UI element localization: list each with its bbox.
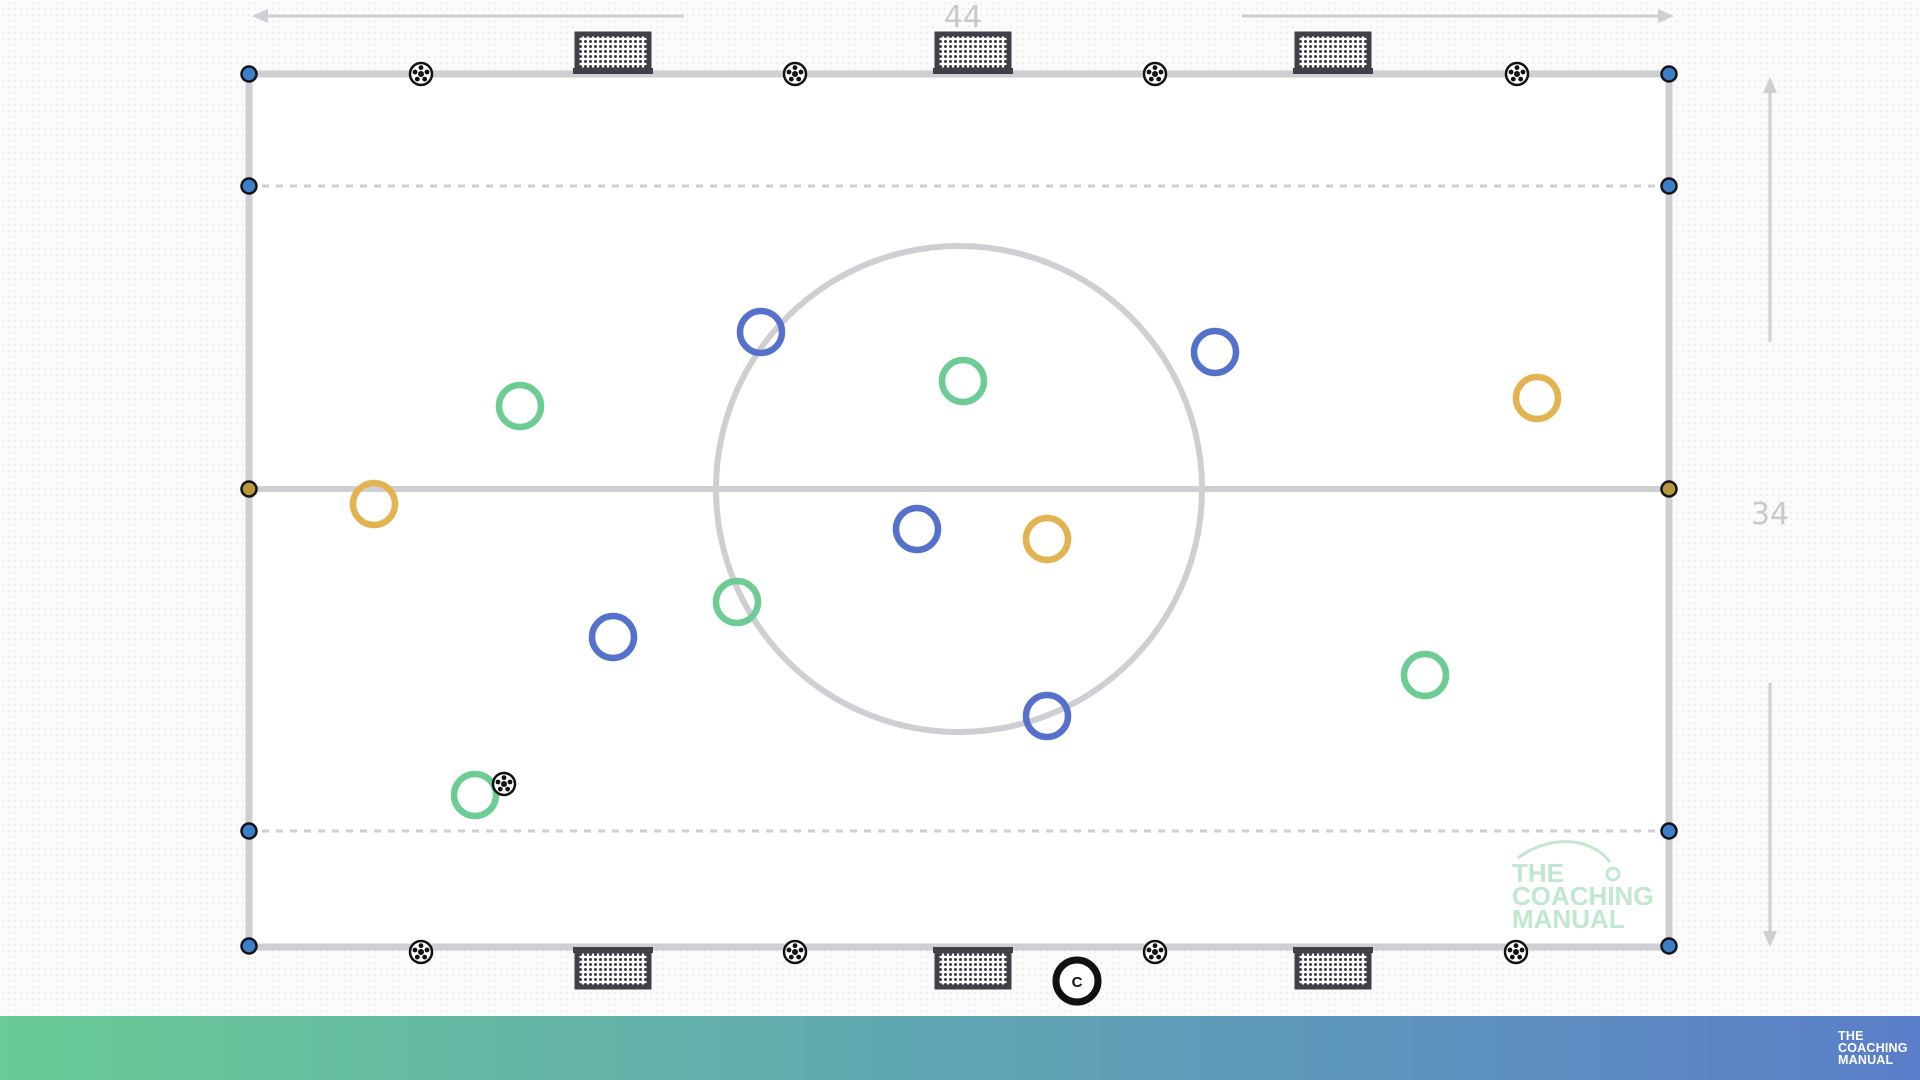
green-player-icon xyxy=(712,577,762,627)
marker-dot-icon xyxy=(240,822,258,840)
soccer-ball-icon xyxy=(1142,61,1168,87)
mini-goal-icon xyxy=(1293,947,1373,987)
match-ball-icon xyxy=(491,771,517,797)
blue-player-icon xyxy=(736,307,786,357)
marker-dot-icon xyxy=(1660,65,1678,83)
blue-player-icon xyxy=(1190,327,1240,377)
green-player-icon xyxy=(495,381,545,431)
watermark-ball-icon xyxy=(1605,866,1621,882)
green-player-icon xyxy=(1400,650,1450,700)
coach-icon xyxy=(1052,956,1102,1006)
marker-dot-icon xyxy=(240,177,258,195)
watermark-line3: MANUAL xyxy=(1512,904,1625,934)
width-dimension: 44 xyxy=(252,0,1674,35)
soccer-ball-icon xyxy=(408,939,434,965)
soccer-ball-icon xyxy=(1504,61,1530,87)
footer-logo: THE COACHING MANUAL xyxy=(1838,1029,1908,1067)
watermark-line1: THE xyxy=(1512,858,1564,888)
yellow-team-players xyxy=(349,373,1562,564)
footer-band: THE COACHING MANUAL xyxy=(0,1016,1920,1080)
marker-dots xyxy=(240,65,1678,955)
arrow-down-icon xyxy=(1763,931,1777,947)
blue-player-icon xyxy=(892,504,942,554)
mini-goal-icon xyxy=(1293,34,1373,74)
marker-dot-icon xyxy=(1660,822,1678,840)
footer-logo-line1: THE xyxy=(1838,1029,1864,1043)
soccer-ball-icon xyxy=(1503,939,1529,965)
marker-dot-icon xyxy=(240,65,258,83)
height-label: 34 xyxy=(1751,497,1789,532)
height-dimension: 34 xyxy=(1751,77,1789,947)
mini-goal-icon xyxy=(573,34,653,74)
footer-logo-line2: COACHING xyxy=(1838,1041,1908,1055)
watermark-logo: THE COACHING MANUAL xyxy=(1512,840,1654,934)
width-label: 44 xyxy=(944,0,982,35)
marker-dot-icon xyxy=(1660,177,1678,195)
arrow-right-icon xyxy=(1658,9,1674,23)
marker-dot-gold-icon xyxy=(240,480,258,498)
footer-logo-line3: MANUAL xyxy=(1838,1053,1894,1067)
soccer-ball-icon xyxy=(782,939,808,965)
arrow-left-icon xyxy=(252,9,268,23)
mini-goal-icon xyxy=(933,947,1013,987)
blue-player-icon xyxy=(1022,691,1072,741)
watermark-swoosh xyxy=(1517,840,1612,863)
training-pitch-diagram: 44 34 THE COACHING MANUAL xyxy=(240,0,1789,1006)
yellow-player-icon xyxy=(1022,514,1072,564)
arrow-up-icon xyxy=(1763,77,1777,93)
mini-goal-icon xyxy=(933,34,1013,74)
marker-dot-icon xyxy=(1660,937,1678,955)
yellow-player-icon xyxy=(349,479,399,529)
center-circle xyxy=(713,243,1205,735)
soccer-ball-icon xyxy=(1142,939,1168,965)
marker-dot-gold-icon xyxy=(1660,480,1678,498)
marker-dot-icon xyxy=(240,937,258,955)
blue-player-icon xyxy=(588,612,638,662)
soccer-ball-icon xyxy=(408,61,434,87)
soccer-ball-icon xyxy=(782,61,808,87)
mini-goal-icon xyxy=(573,947,653,987)
blue-team-players xyxy=(588,307,1240,741)
green-team-players xyxy=(450,356,1450,820)
pitch xyxy=(245,70,1673,951)
coach-label: C xyxy=(1072,974,1083,991)
coach-marker: C xyxy=(1052,956,1102,1006)
pitch-boundary xyxy=(245,70,1673,951)
watermark-line2: COACHING xyxy=(1512,881,1654,911)
yellow-player-icon xyxy=(1512,373,1562,423)
green-player-icon xyxy=(450,770,500,820)
green-player-icon xyxy=(938,356,988,406)
